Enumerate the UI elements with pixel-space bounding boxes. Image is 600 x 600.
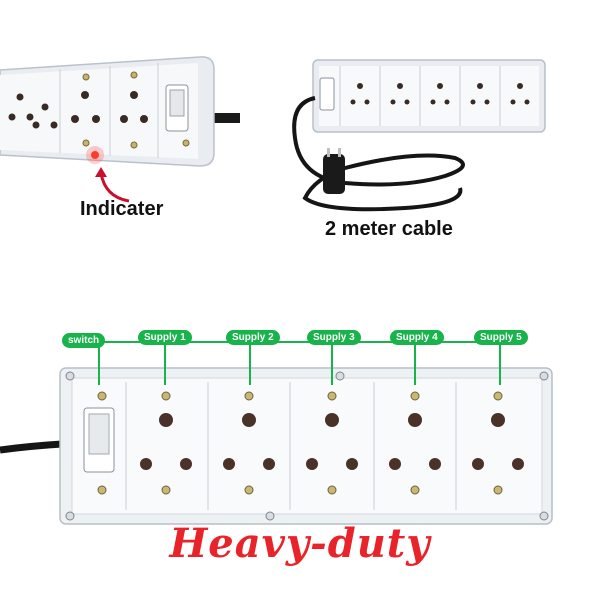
supply-1-leader <box>164 341 166 385</box>
indicator-closeup-photo <box>0 56 240 167</box>
indicator-arrow <box>95 167 130 203</box>
label-bus-line <box>98 341 503 343</box>
supply-4-leader <box>414 341 416 385</box>
board-photo <box>0 367 553 525</box>
supply-2-label: Supply 2 <box>226 330 280 345</box>
supply-3-leader <box>331 341 333 385</box>
supply-4-label: Supply 4 <box>390 330 444 345</box>
supply-2-leader <box>249 341 251 385</box>
cable-caption: 2 meter cable <box>325 218 453 240</box>
heavy-duty-banner: Heavy-duty <box>169 520 431 567</box>
supply-5-label: Supply 5 <box>474 330 528 345</box>
indicator-caption: Indicater <box>80 198 164 220</box>
cable-photo <box>292 59 546 212</box>
switch-label: switch <box>62 333 106 348</box>
switch-leader <box>98 341 100 385</box>
supply-3-label: Supply 3 <box>307 330 361 345</box>
supply-5-leader <box>499 341 501 385</box>
supply-1-label: Supply 1 <box>138 330 192 345</box>
